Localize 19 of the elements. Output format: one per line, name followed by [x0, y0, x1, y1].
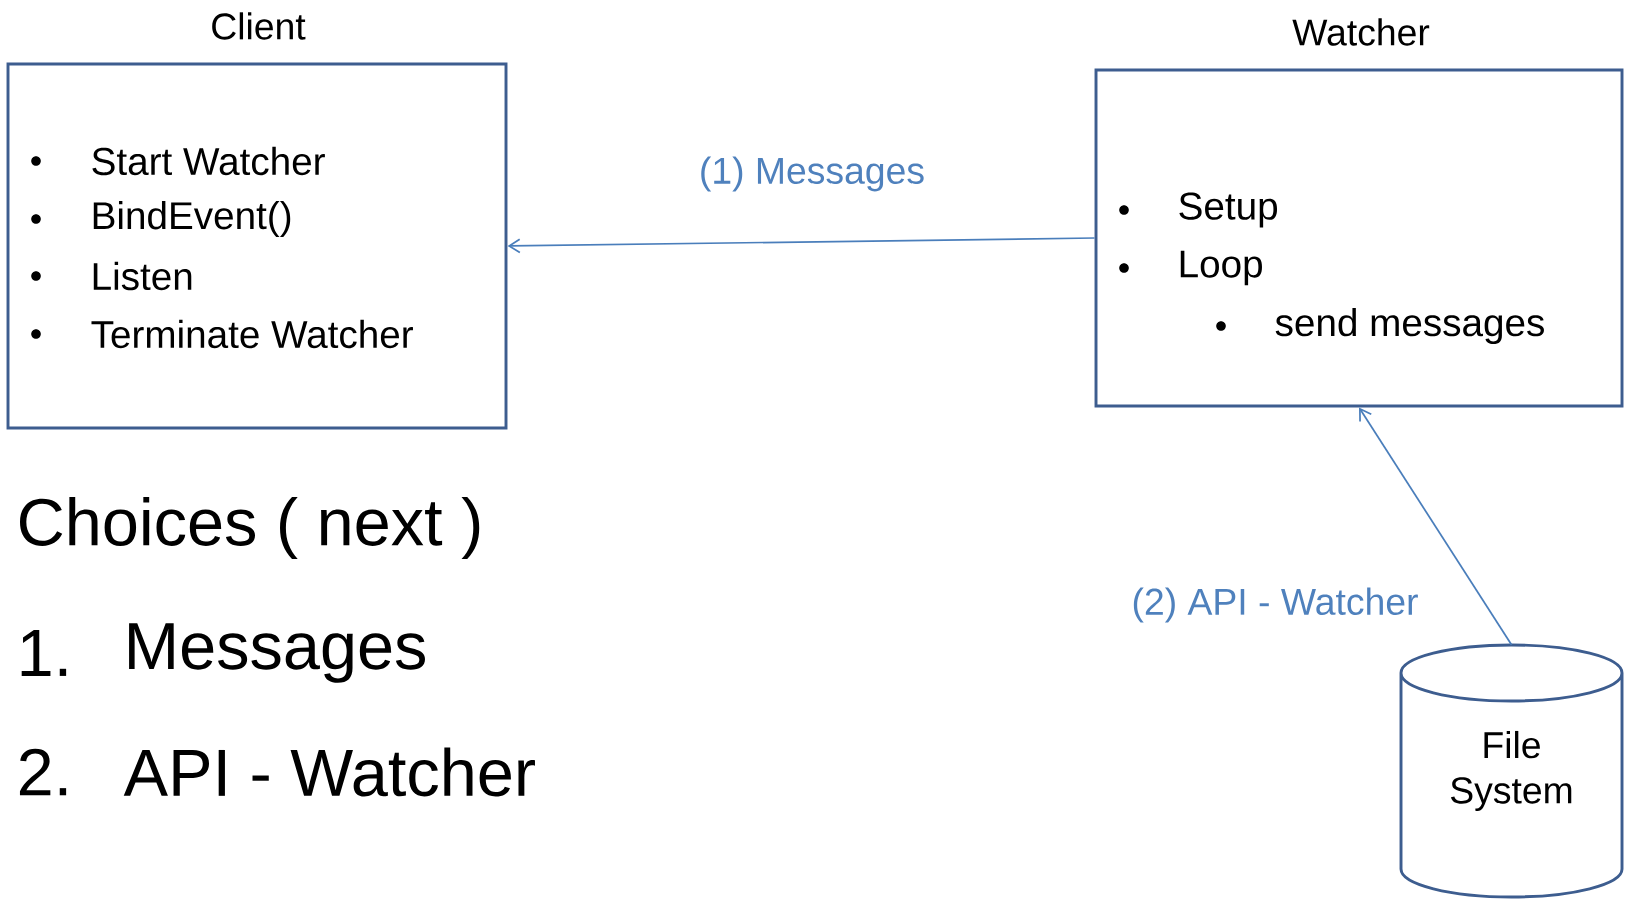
- list-item: Setup: [1179, 192, 1278, 228]
- box-title: Watcher: [1292, 18, 1430, 46]
- list-item: send messages: [1275, 307, 1544, 345]
- arrow: [507, 237, 1096, 254]
- list-item: BindEvent(): [93, 201, 291, 237]
- list-number: 1.: [21, 630, 67, 676]
- edge-label: (2) API - Watcher: [1128, 584, 1422, 626]
- arrow: [1359, 407, 1513, 646]
- list-item: Start Watcher: [92, 146, 325, 176]
- box-title: Client: [212, 12, 306, 40]
- list-item: Listen: [93, 261, 192, 291]
- cylinder: File System: [1399, 643, 1624, 899]
- list-item: Loop: [1180, 250, 1262, 286]
- list-item: API - Watcher: [123, 747, 535, 797]
- edge-label: (1) Messages: [696, 153, 928, 195]
- list-item: Messages: [129, 623, 425, 683]
- list-item: Terminate Watcher: [91, 319, 413, 349]
- heading: Choices ( next ): [20, 496, 480, 560]
- list-number: 2.: [19, 748, 67, 796]
